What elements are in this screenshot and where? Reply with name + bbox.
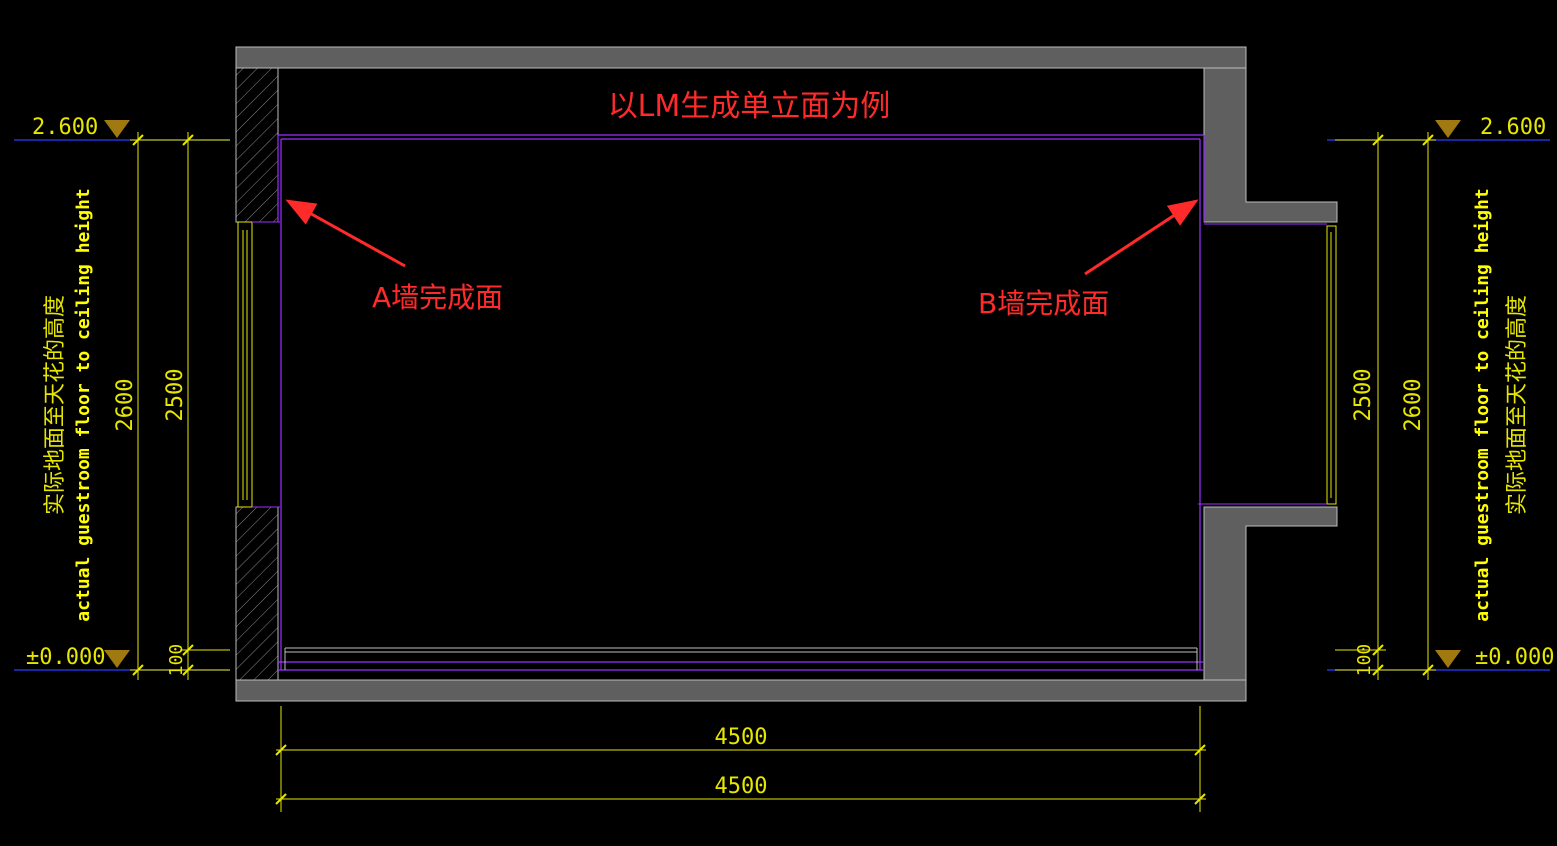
level-triangle-top-left xyxy=(104,120,130,138)
dim-width-lower: 4500 xyxy=(715,774,768,799)
left-wall-lower xyxy=(235,506,279,681)
drawing-title: 以LM生成单立面为例 xyxy=(608,89,891,124)
side-note-en-right: actual guestroom floor to ceiling height xyxy=(1472,188,1493,621)
window-right xyxy=(1198,223,1337,505)
level-bottom-left: ±0.000 xyxy=(26,645,105,670)
dim-100-right: 100 xyxy=(1354,644,1375,677)
dim-2500-left: 2500 xyxy=(163,369,188,422)
label-wall-b: B墙完成面 xyxy=(978,287,1109,320)
side-note-en-left: actual guestroom floor to ceiling height xyxy=(73,188,94,621)
left-vertical-dimensions xyxy=(130,132,230,680)
right-wall-upper xyxy=(1203,67,1338,223)
dim-width-upper: 4500 xyxy=(715,725,768,750)
finish-surfaces xyxy=(277,134,1205,671)
arrow-wall-b xyxy=(1084,199,1199,276)
dim-2600-right: 2600 xyxy=(1401,379,1426,432)
level-markers xyxy=(104,120,1461,668)
dim-2600-left: 2600 xyxy=(113,379,138,432)
dim-2500-right: 2500 xyxy=(1351,369,1376,422)
left-wall-upper xyxy=(235,67,279,223)
level-triangle-top-right xyxy=(1435,120,1461,138)
walls xyxy=(235,46,1338,702)
right-wall-lower xyxy=(1203,506,1338,681)
right-vertical-dimensions xyxy=(1335,132,1436,680)
skirting xyxy=(284,647,1198,670)
side-note-cn-left: 实际地面至天花的高度 xyxy=(43,295,68,515)
floor-slab xyxy=(235,679,1247,702)
level-triangle-bottom-left xyxy=(104,650,130,668)
level-top-right: 2.600 xyxy=(1480,115,1546,140)
level-top-left: 2.600 xyxy=(32,115,98,140)
side-note-cn-right: 实际地面至天花的高度 xyxy=(1505,295,1530,515)
level-triangle-bottom-right xyxy=(1435,650,1461,668)
dim-100-left: 100 xyxy=(166,644,187,677)
arrow-wall-a xyxy=(285,199,406,268)
level-bottom-right: ±0.000 xyxy=(1475,645,1554,670)
label-wall-a: A墙完成面 xyxy=(372,281,503,314)
bottom-dimensions xyxy=(275,706,1206,812)
ceiling-slab xyxy=(235,46,1247,69)
window-left xyxy=(237,221,280,508)
